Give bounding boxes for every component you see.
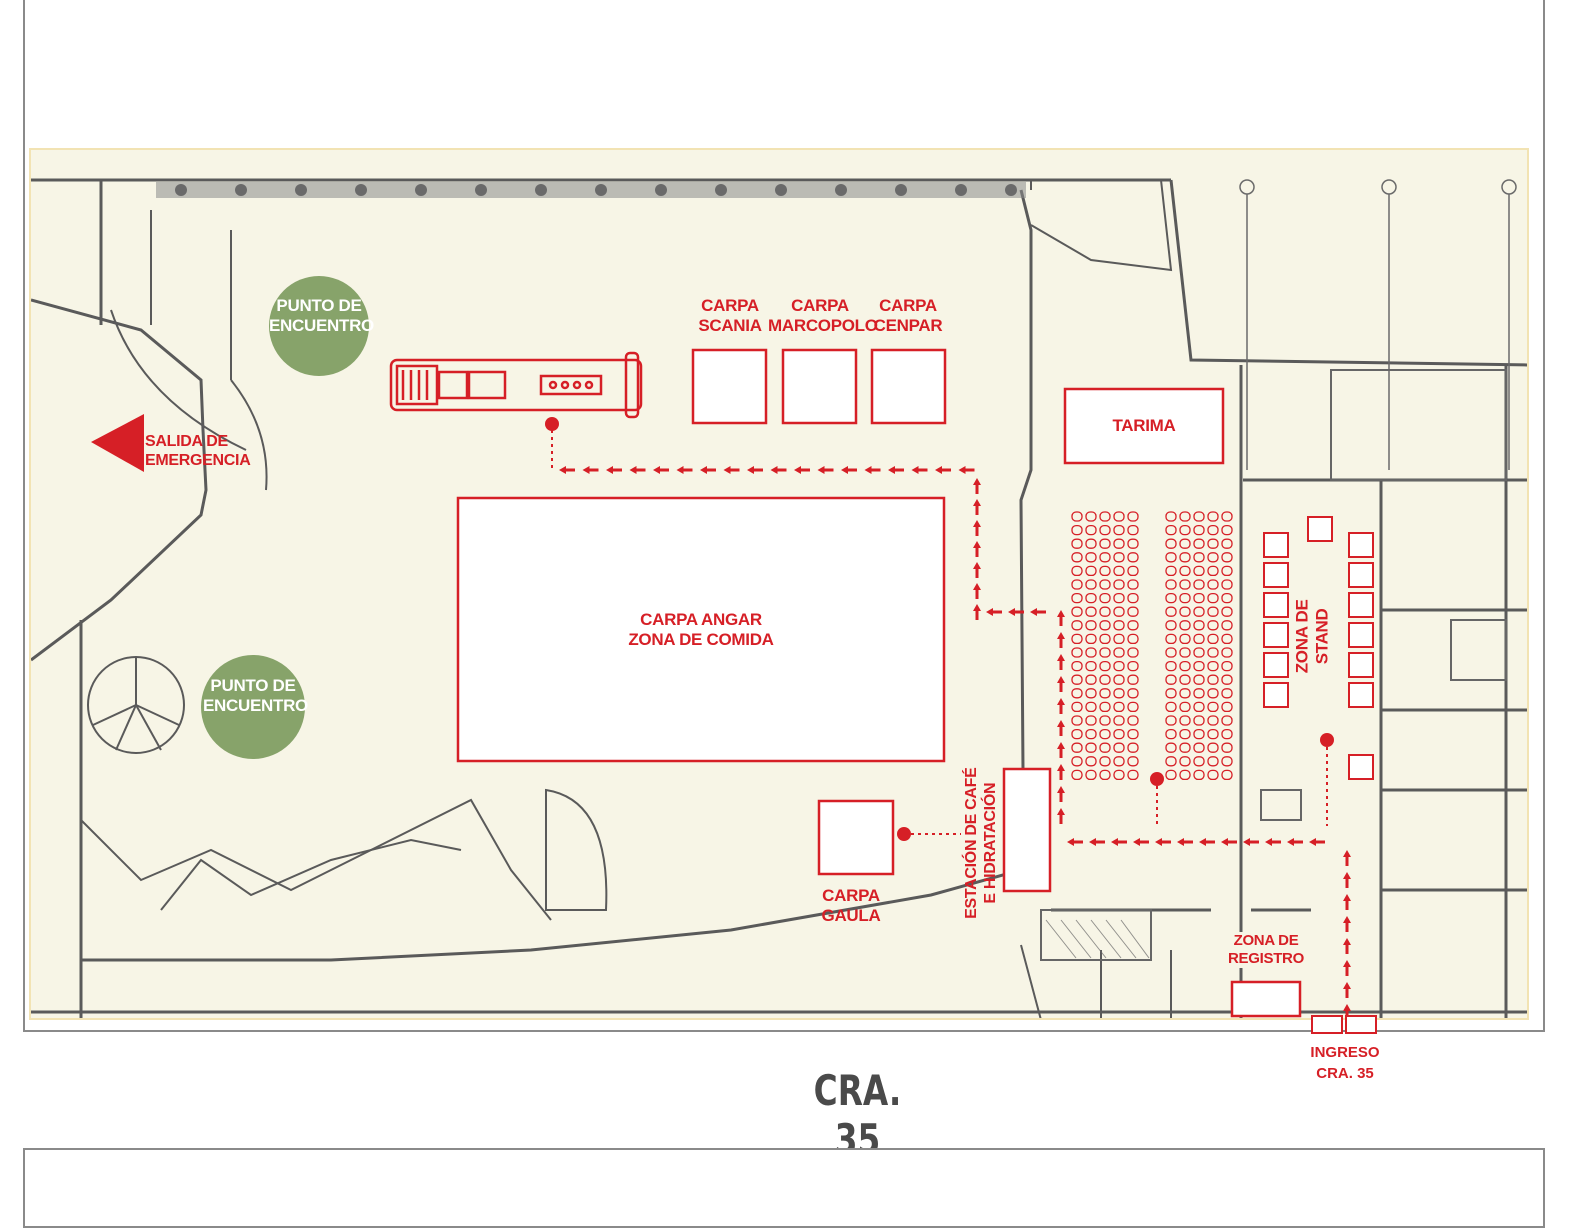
tarima-box [1063, 387, 1225, 465]
carpa-cenpar-label: CARPA CENPAR [873, 296, 943, 336]
zona-registro-label: ZONA DE REGISTRO [1223, 932, 1309, 968]
carpa-gaula-box [817, 799, 895, 876]
map-frame-bottom [23, 1148, 1545, 1228]
carpa-angar-box [456, 496, 946, 763]
ingreso-gate-icon [1311, 1015, 1377, 1034]
carpa-cenpar-box [870, 348, 947, 425]
carpa-scania-label: CARPA SCANIA [698, 296, 762, 336]
meeting-point-marker-2 [201, 655, 305, 759]
salida-emergencia-label: SALIDA DE EMERGENCIA [145, 433, 251, 470]
route-arrows [559, 466, 1351, 1018]
floor-plan-drawing [31, 178, 1527, 1018]
carpa-angar-label: CARPA ANGAR ZONA DE COMIDA [628, 610, 774, 650]
punto-encuentro-label-1: PUNTO DE ENCUENTRO [269, 296, 374, 336]
carpa-marcopolo-box [781, 348, 858, 425]
meeting-point-marker-1 [269, 276, 369, 376]
bus-icon [389, 351, 643, 419]
zona-stand-label: ZONA DE STAND [1292, 599, 1332, 674]
tarima-label: TARIMA [1112, 416, 1176, 435]
emergency-exit-arrow-icon [91, 414, 144, 472]
carpa-gaula-label: CARPA GAULA [821, 886, 881, 926]
punto-encuentro-label-2: PUNTO DE ENCUENTRO [203, 676, 308, 716]
seating-block-right [1165, 511, 1233, 781]
estacion-cafe-box [1002, 767, 1052, 893]
stand-boxes [1263, 516, 1374, 780]
ingreso-label: INGRESO CRA. 35 [1310, 1044, 1380, 1082]
zona-registro-box [1230, 980, 1302, 1018]
venue-floor-plan: PUNTO DE ENCUENTRO PUNTO DE ENCUENTRO SA… [29, 148, 1529, 1020]
estacion-cafe-label: ESTACIÓN DE CAFÉ E HIDRATACIÓN [962, 767, 999, 919]
carpa-scania-box [691, 348, 768, 425]
seating-block-left [1071, 511, 1139, 781]
carpa-marcopolo-label: CARPA MARCOPOLO [768, 296, 878, 336]
